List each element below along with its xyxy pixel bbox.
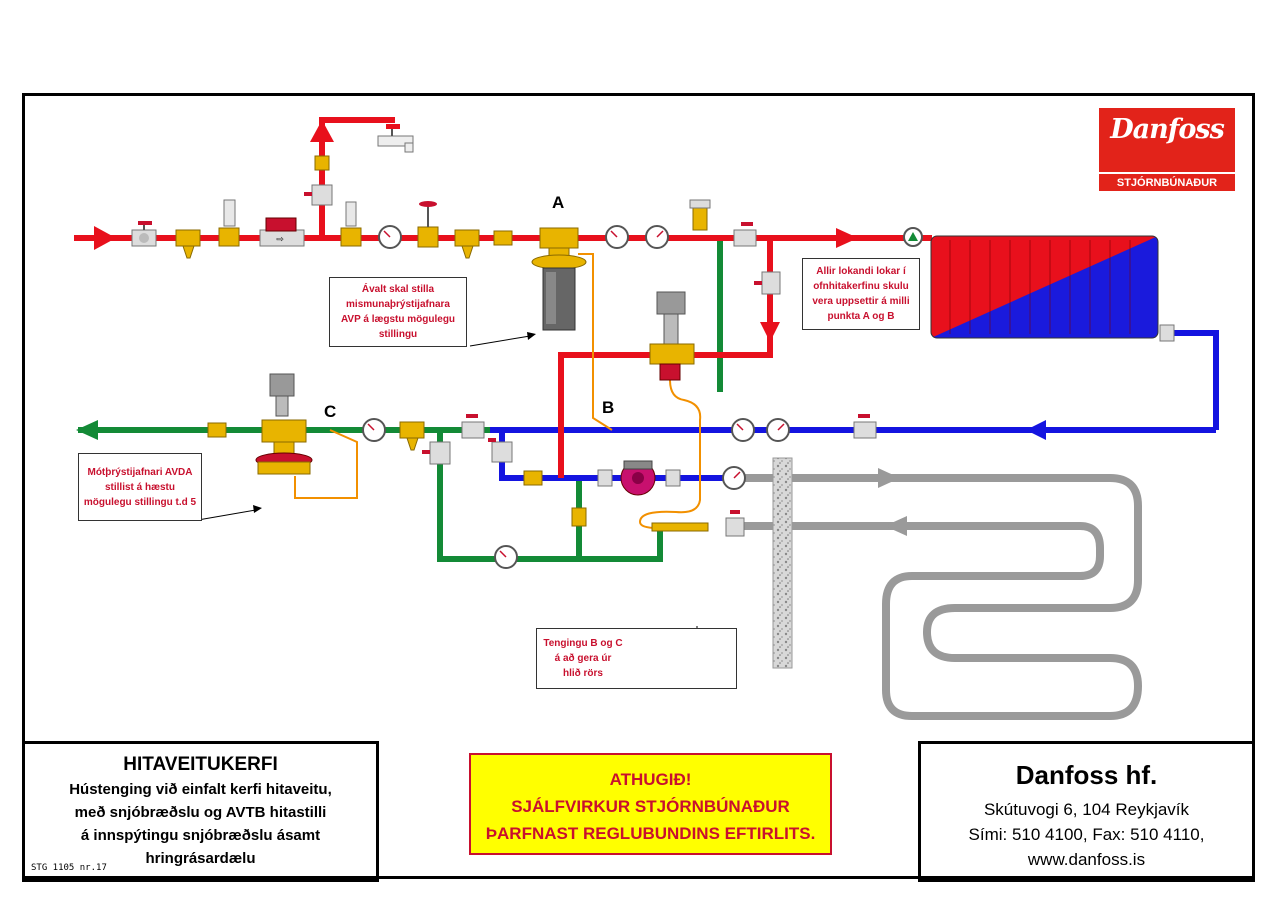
return-flow-arrow	[1026, 420, 1046, 440]
note-lokar-line: Allir lokandi lokar í	[816, 266, 906, 277]
note-avp-line: mismunaþrýstijafnara	[346, 299, 450, 310]
pressure-gauge-4	[494, 545, 518, 569]
fitting-green-1	[207, 422, 227, 438]
note-lokar: Allir lokandi lokar í ofnhitakerfinu sku…	[802, 258, 920, 330]
point-label-b: B	[602, 398, 615, 417]
ball-valve-supply-1	[131, 221, 157, 247]
fitting-green-vertical	[571, 507, 587, 527]
note-lokar-line: punkta A og B	[827, 311, 895, 322]
note-avda-line: Mótþrýstijafnari AVDA	[87, 466, 193, 478]
return-out-arrow	[76, 420, 98, 440]
pressure-gauge-1	[378, 225, 402, 249]
warning-line: SJÁLFVIRKUR STJÓRNBÚNAÐUR	[511, 797, 790, 816]
title-block: HITAVEITUKERFI Hústenging við einfalt ke…	[22, 741, 379, 882]
avp-regulator	[531, 227, 587, 331]
ball-valve-snowmelt	[725, 510, 745, 537]
logo-subtitle: STJÓRNBÚNAÐUR	[1099, 172, 1235, 189]
ball-valve-tap-branch	[304, 184, 333, 206]
avtb-valve	[649, 291, 695, 381]
point-label-c: C	[324, 402, 337, 421]
thermo-gauge-1	[645, 225, 669, 249]
fitting-1	[493, 230, 513, 246]
thermometer-2	[340, 201, 362, 247]
strainer-2	[454, 229, 480, 259]
radiator-return-fitting	[1159, 324, 1175, 342]
concrete-slab	[772, 457, 793, 669]
circulation-pump	[597, 460, 681, 496]
note-avda-line: stillist á hæstu	[104, 481, 175, 493]
snowmelt-coil	[740, 474, 1143, 720]
warning-line: ÞARFNAST REGLUBUNDINS EFTIRLITS.	[485, 824, 816, 843]
capillary-tubes	[294, 253, 702, 529]
down-arrow	[760, 322, 780, 342]
avp-note-pointer-head	[527, 332, 536, 340]
gate-valve	[417, 201, 439, 248]
heat-meter: ⇨	[259, 217, 305, 247]
danfoss-logo: Danfoss STJÓRNBÚNAÐUR	[1099, 108, 1235, 191]
company-name: Danfoss hf.	[1015, 760, 1158, 790]
point-label-a: A	[552, 193, 565, 212]
note-avda: Mótþrýstijafnari AVDA stillist á hæstu m…	[78, 453, 202, 521]
note-avp-line: stillingu	[378, 329, 418, 340]
note-avp: Ávalt skal stilla mismunaþrýstijafnara A…	[329, 277, 467, 347]
logo-brand: Danfoss	[1110, 114, 1225, 145]
up-arrow	[310, 120, 334, 142]
note-tenging: Tengingu B og C á að gera úr hlið rörs	[536, 628, 737, 689]
company-web: www.danfoss.is	[1027, 850, 1146, 869]
air-vent-gauge	[903, 227, 923, 247]
description-line: með snjóbræðslu og AVTB hitastilli	[74, 804, 327, 821]
avp-note-pointer	[469, 335, 531, 347]
radiator	[930, 235, 1159, 339]
warning-line: ATHUGIÐ!	[609, 770, 692, 789]
note-tenging-line: Tengingu B og C	[543, 638, 623, 649]
pressure-gauge-3	[362, 418, 386, 442]
supply-flow-arrow	[836, 228, 858, 248]
note-tenging-line: á að gera úr	[554, 653, 612, 664]
ball-valve-blue-branch	[488, 438, 513, 463]
drawing-frame	[22, 93, 1255, 879]
avtb-sensor	[651, 522, 709, 532]
avda-regulator	[255, 373, 313, 475]
thermo-gauge-3	[766, 418, 790, 442]
company-block: Danfoss hf. Skútuvogi 6, 104 Reykjavík S…	[918, 741, 1255, 882]
ball-valve-return-1	[461, 414, 485, 439]
snowmelt-flow-arrow-in	[885, 516, 907, 536]
safety-valve	[689, 199, 711, 231]
note-lokar-line: vera uppsettir á milli	[812, 296, 910, 307]
thermo-gauge-2	[722, 466, 746, 490]
ball-valve-green-branch	[422, 441, 451, 465]
note-tenging-line: hlið rörs	[562, 668, 603, 679]
drawing-code: STG 1105 nr.17	[31, 863, 107, 873]
description-line: Hústenging við einfalt kerfi hitaveitu,	[69, 781, 332, 798]
description-line: á innspýtingu snjóbræðslu ásamt	[80, 827, 321, 844]
pressure-gauge-5	[731, 418, 755, 442]
fitting-tap-branch	[314, 155, 330, 171]
snowmelt-flow-arrow-out	[878, 468, 900, 488]
company-phone: Sími: 510 4100, Fax: 510 4110,	[968, 825, 1205, 844]
description-line: hringrásardælu	[145, 850, 256, 867]
company-address: Skútuvogi 6, 104 Reykjavík	[983, 800, 1190, 819]
ball-valve-return-2	[853, 414, 877, 439]
pressure-gauge-2	[605, 225, 629, 249]
svg-text:⇨: ⇨	[276, 235, 284, 245]
strainer-3	[399, 421, 425, 451]
ball-valve-supply-2	[733, 222, 757, 247]
tap-faucet	[377, 124, 414, 153]
drawing-description: Hústenging við einfalt kerfi hitaveitu, …	[25, 778, 376, 870]
note-avda-line: mögulegu stillingu t.d 5	[83, 496, 197, 508]
note-avp-line: Ávalt skal stilla	[361, 284, 435, 295]
thermometer-1	[218, 199, 240, 247]
strainer-1	[175, 229, 201, 259]
fitting-blue-1	[523, 470, 543, 486]
avda-note-pointer-head	[253, 505, 262, 513]
note-avp-line: AVP á lægstu mögulegu	[340, 314, 456, 325]
ball-valve-branch-down	[754, 271, 781, 295]
note-lokar-line: ofnhitakerfinu skulu	[813, 281, 909, 292]
avda-note-pointer	[197, 509, 257, 521]
warning-box: ATHUGIÐ! SJÁLFVIRKUR STJÓRNBÚNAÐUR ÞARFN…	[469, 753, 832, 855]
drawing-title: HITAVEITUKERFI	[123, 754, 278, 775]
supply-in-arrow	[94, 226, 116, 250]
